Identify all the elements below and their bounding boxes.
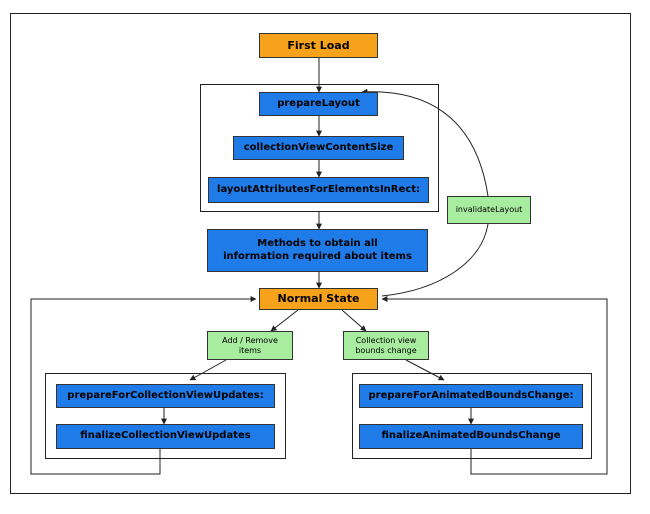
add-remove-label: Add / Remove items — [222, 335, 278, 355]
layout-attributes-node: layoutAttributesForElementsInRect: — [208, 177, 429, 203]
prepare-layout-label: prepareLayout — [277, 97, 360, 109]
layout-attributes-label: layoutAttributesForElementsInRect: — [217, 183, 420, 195]
bounds-change-label: Collection view bounds change — [355, 335, 417, 355]
arrow-normal-state-to-bounds-change — [341, 309, 367, 332]
invalidate-layout-label: invalidateLayout — [455, 205, 523, 214]
loop-update-return — [30, 296, 257, 475]
prepare-bounds-label: prepareForAnimatedBoundsChange: — [368, 389, 574, 401]
prepare-bounds-node: prepareForAnimatedBoundsChange: — [359, 384, 583, 408]
finalize-updates-node: finalizeCollectionViewUpdates — [56, 424, 275, 449]
content-size-label: collectionViewContentSize — [243, 141, 394, 153]
prepare-updates-node: prepareForCollectionViewUpdates: — [56, 384, 275, 408]
arc-invalidate-to-prepare-layout — [361, 88, 489, 197]
arrow-add-remove-to-update-group — [189, 359, 227, 381]
prepare-layout-node: prepareLayout — [259, 92, 378, 116]
prepare-updates-label: prepareForCollectionViewUpdates: — [67, 389, 264, 401]
add-remove-node: Add / Remove items — [207, 331, 293, 360]
normal-state-node: Normal State — [259, 288, 378, 310]
methods-info-label: Methods to obtain all information requir… — [223, 238, 412, 262]
loop-bounds-return — [381, 296, 608, 475]
finalize-bounds-node: finalizeAnimatedBoundsChange — [359, 424, 583, 449]
update-methods-group — [45, 373, 286, 459]
first-load-node: First Load — [259, 33, 378, 58]
arrow-normal-state-to-add-remove — [270, 309, 299, 332]
first-load-label: First Load — [287, 38, 350, 52]
arc-normal-state-to-invalidate — [381, 223, 489, 297]
arrow-bounds-change-to-bounds-group — [405, 359, 445, 381]
bounds-methods-group — [352, 373, 592, 459]
content-size-node: collectionViewContentSize — [233, 136, 404, 160]
diagram-frame — [10, 13, 631, 494]
normal-state-label: Normal State — [277, 292, 360, 306]
finalize-updates-label: finalizeCollectionViewUpdates — [80, 430, 251, 442]
finalize-bounds-label: finalizeAnimatedBoundsChange — [381, 430, 561, 442]
invalidate-layout-node: invalidateLayout — [447, 196, 531, 224]
methods-info-node: Methods to obtain all information requir… — [207, 229, 428, 272]
bounds-change-node: Collection view bounds change — [343, 331, 429, 360]
